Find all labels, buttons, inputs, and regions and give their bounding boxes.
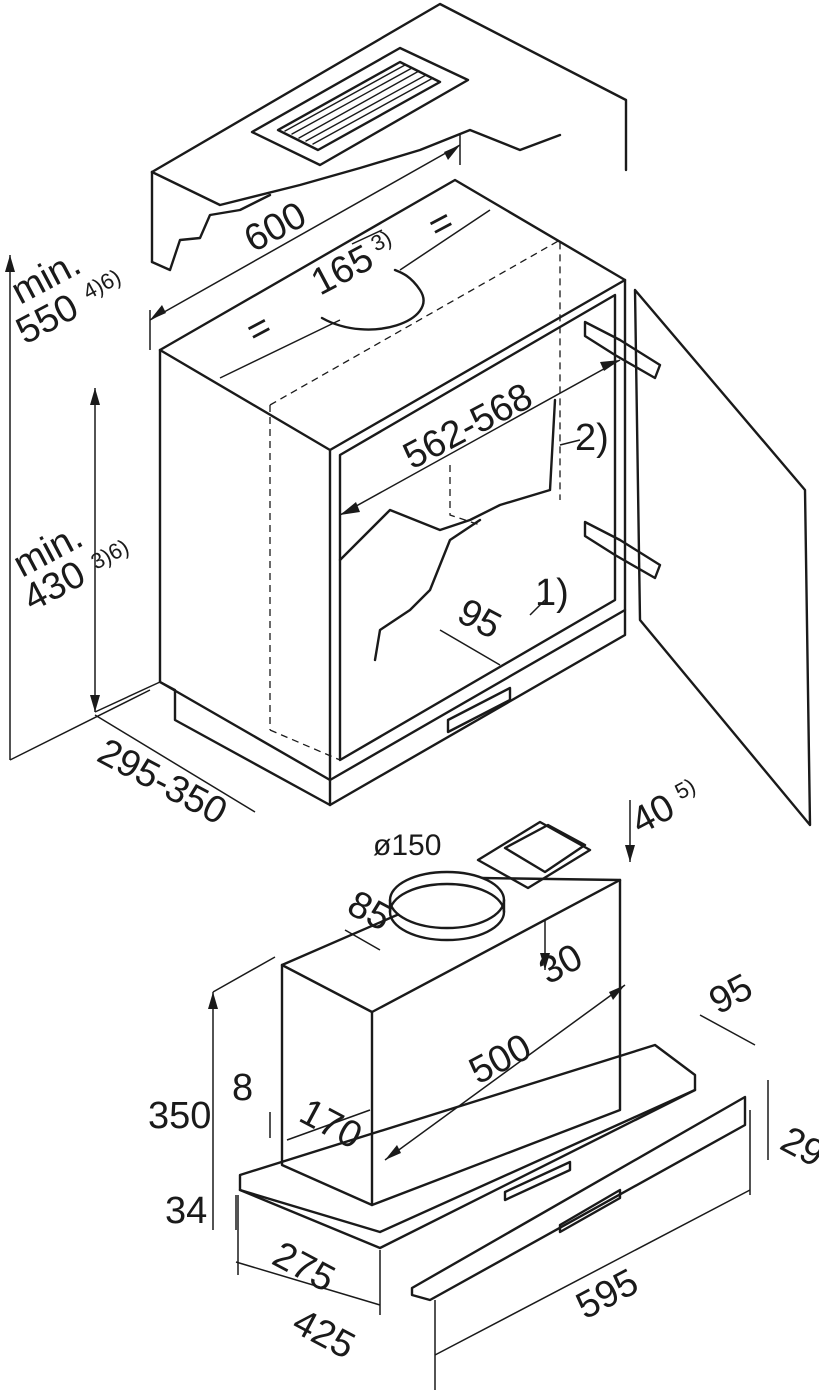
dim-29-label: 29 (774, 1119, 819, 1176)
hood-drawing: ø150 40 5) 85 30 95 500 350 8 170 29 34 … (148, 773, 819, 1390)
equal-left-label: = (240, 305, 279, 353)
dim-34-label: 34 (165, 1190, 207, 1232)
dim-95-cabinet-label: 95 (451, 591, 508, 648)
dim-595-label: 595 (570, 1261, 646, 1328)
wall-break-line (150, 128, 562, 207)
diameter-150-label: ø150 (373, 829, 441, 862)
dim-40-label: 40 (625, 786, 682, 843)
dim-350-label: 350 (148, 1095, 211, 1137)
electrical-box (476, 820, 592, 890)
dim-295-350-label: 295-350 (91, 731, 234, 834)
exhaust-collar (388, 870, 506, 942)
dim-95-label: 95 (703, 966, 760, 1023)
wall-outline (150, 2, 628, 174)
door-hinge-top (583, 320, 662, 380)
dim-165-label: 165 (305, 237, 381, 304)
dim-85-label: 85 (341, 883, 398, 940)
dim-430-note: 3)6) (87, 534, 133, 574)
cabinet-handle-slot (446, 686, 512, 734)
dim-600-label: 600 (238, 194, 314, 261)
cabinet-left-side (158, 348, 332, 782)
dim-30-label: 30 (533, 936, 590, 993)
dim-550-note: 4)6) (79, 264, 125, 304)
dim-600-line (149, 144, 461, 321)
dim-170-label: 170 (293, 1091, 369, 1158)
dim-500-label: 500 (463, 1026, 539, 1093)
cabinet-top (158, 178, 627, 452)
hood-extension (410, 1095, 747, 1302)
cabinet-drawing: 600 min. 550 4)6) min. 430 3)6) 165 3) =… (5, 2, 812, 834)
dim-425-label: 425 (286, 1301, 362, 1368)
dim-8-label: 8 (232, 1067, 253, 1109)
door-hinge-bottom (583, 520, 662, 580)
dim-562-568-label: 562-568 (397, 375, 540, 478)
ref-2-label: 2) (575, 417, 609, 459)
dim-165-note: 3) (367, 225, 396, 256)
dim-40-note: 5) (671, 773, 700, 804)
exhaust-hose (320, 268, 425, 331)
equal-right-label: = (422, 200, 461, 248)
cabinet-door (633, 288, 812, 827)
ceiling-vent-grille (250, 46, 470, 167)
ref-1-label: 1) (535, 572, 569, 614)
